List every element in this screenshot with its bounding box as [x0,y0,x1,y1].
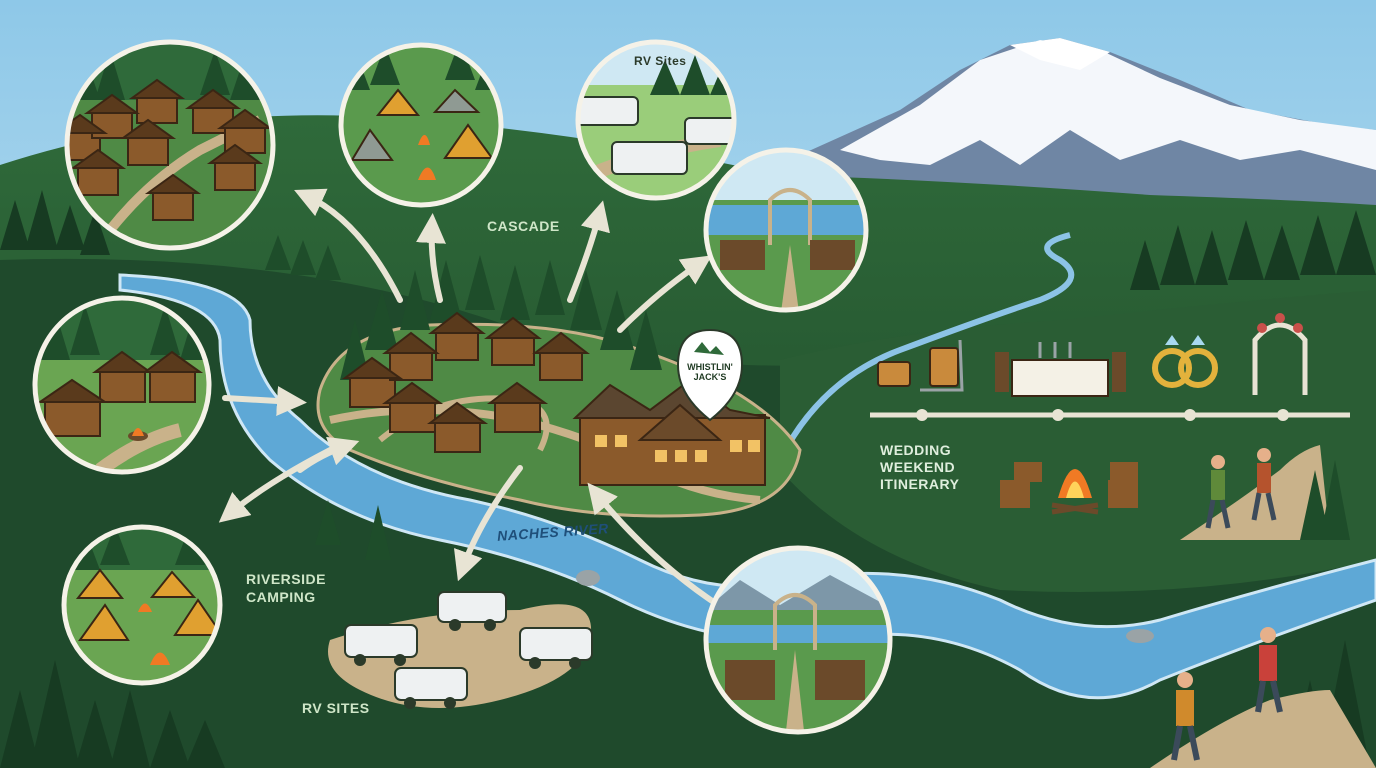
lodge-building [572,378,771,486]
itinerary-timeline [870,313,1350,540]
wedding-arch-icon [1252,313,1308,395]
hiker-icon [1180,445,1350,540]
campfire-icon [1000,462,1138,515]
rv-sites-top-label: RV Sites [634,54,687,68]
hiker-icon [1150,627,1376,768]
cascade-label: CASCADE [487,218,560,234]
dining-table-icon [995,342,1126,397]
arrow-icon [617,255,712,333]
river-ceremony-inset [703,545,893,735]
riverside-camping-inset [61,524,223,686]
tent-camp-inset [338,42,504,208]
map-pin-icon [676,328,744,422]
arrow-icon [453,465,523,582]
tent-icon [350,88,494,161]
luggage-cart-icon [877,339,964,392]
rv-sites-inset [575,39,737,201]
rv-sites-bottom-label: RV SITES [302,700,370,716]
wedding-rings-icon [1152,348,1218,388]
arrow-icon [587,482,721,608]
riverside-camping-label: RIVERSIDE CAMPING [246,571,326,605]
wedding-arch-icon [768,188,812,245]
cabin-village-inset [64,39,276,251]
itinerary-label: WEDDING WEEKEND ITINERARY [880,442,960,492]
arrow-icon [294,188,403,303]
rv-icon [344,591,593,709]
arrow-icon [222,385,307,416]
arrow-icon [416,213,446,303]
campfire-icon [418,135,436,180]
lake-ceremony-inset [703,147,869,313]
arrow-icon [567,200,610,303]
cabin-icon [341,311,590,453]
lodge-pin-label: WHISTLIN' JACK'S [687,362,733,382]
cabin-firepit-inset [32,295,212,475]
